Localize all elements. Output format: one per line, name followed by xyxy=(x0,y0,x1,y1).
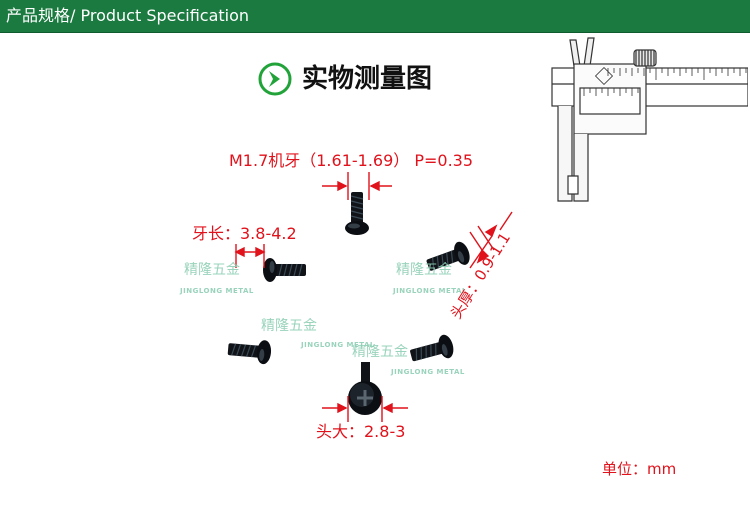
pitch-dimension xyxy=(322,172,392,200)
watermark-en: JINGLONG METAL xyxy=(180,287,254,295)
watermark-cn: 精隆五金 xyxy=(396,262,452,278)
chevron-right-circle-icon xyxy=(258,62,292,96)
watermark-cn: 精隆五金 xyxy=(261,318,317,334)
header-bar: 产品规格/ Product Specification xyxy=(0,0,750,33)
phillips-screw-head-icon xyxy=(348,362,382,415)
watermark-cn: 精隆五金 xyxy=(352,344,408,360)
head-diameter-annotation: 头大：2.8-3 xyxy=(316,422,406,441)
section-title: 实物测量图 xyxy=(302,64,433,94)
pitch-annotation: M1.7机牙（1.61-1.69） P=0.35 xyxy=(229,151,474,170)
header-title: 产品规格/ Product Specification xyxy=(6,6,250,25)
phillips-screw-icon xyxy=(407,332,457,368)
watermark-en: JINGLONG METAL xyxy=(301,341,375,349)
watermark-en: JINGLONG METAL xyxy=(391,368,465,376)
vernier-caliper-icon xyxy=(551,37,748,202)
watermark-en: JINGLONG METAL xyxy=(393,287,467,295)
thread-length-dimension xyxy=(234,244,266,268)
watermark-cn: 精隆五金 xyxy=(184,262,240,278)
head-diameter-dimension xyxy=(322,396,408,422)
head-thickness-dimension xyxy=(469,211,513,269)
caliper-emblem xyxy=(594,66,614,86)
phillips-screw-icon xyxy=(262,257,307,283)
phillips-screw-icon xyxy=(226,336,273,366)
unit-label: 单位：mm xyxy=(602,460,677,478)
thread-length-annotation: 牙长：3.8-4.2 xyxy=(192,224,297,243)
